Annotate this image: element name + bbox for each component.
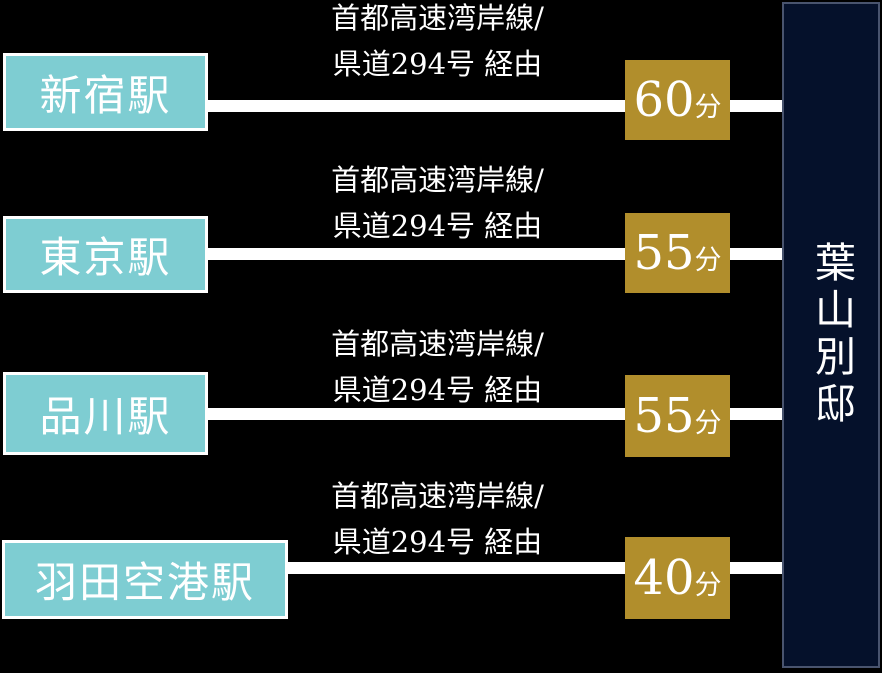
station-box-shinjuku: 新宿駅 <box>3 53 208 131</box>
route-via-label: 首都高速湾岸線/ 県道294号 経由 <box>290 473 585 565</box>
route-via-line2: 県道294号 経由 <box>332 373 543 407</box>
time-value: 55 <box>633 225 695 281</box>
station-label: 東京駅 <box>39 233 172 282</box>
station-box-tokyo: 東京駅 <box>3 216 208 293</box>
time-text: 55分 <box>633 388 721 444</box>
route-via-label: 首都高速湾岸線/ 県道294号 経由 <box>290 321 585 413</box>
route-via-line1: 首都高速湾岸線/ <box>331 163 544 197</box>
time-unit: 分 <box>694 92 722 123</box>
time-value: 40 <box>633 550 695 606</box>
destination-panel: 葉山別邸 <box>782 2 880 668</box>
station-label: 新宿駅 <box>39 70 172 120</box>
route-via-line2: 県道294号 経由 <box>332 209 543 243</box>
route-via-line2: 県道294号 経由 <box>332 47 543 81</box>
route-via-label: 首都高速湾岸線/ 県道294号 経由 <box>290 0 585 87</box>
time-unit: 分 <box>694 570 722 601</box>
time-value: 60 <box>633 72 695 128</box>
station-label: 品川駅 <box>39 392 172 441</box>
route-via-line1: 首都高速湾岸線/ <box>331 479 544 513</box>
station-box-haneda: 羽田空港駅 <box>2 540 288 619</box>
time-text: 60分 <box>633 72 721 128</box>
station-box-shinagawa: 品川駅 <box>3 372 208 455</box>
route-via-line1: 首都高速湾岸線/ <box>331 327 544 361</box>
time-value: 55 <box>633 388 695 444</box>
route-via-label: 首都高速湾岸線/ 県道294号 経由 <box>290 157 585 249</box>
time-text: 40分 <box>633 550 721 606</box>
destination-label: 葉山別邸 <box>807 241 856 429</box>
time-box-haneda: 40分 <box>625 537 730 619</box>
time-unit: 分 <box>694 408 722 439</box>
route-via-line2: 県道294号 経由 <box>332 525 543 559</box>
time-box-shinjuku: 60分 <box>625 60 730 140</box>
time-box-shinagawa: 55分 <box>625 375 730 457</box>
time-text: 55分 <box>633 225 721 281</box>
route-via-line1: 首都高速湾岸線/ <box>331 1 544 35</box>
station-label: 羽田空港駅 <box>34 558 255 607</box>
time-box-tokyo: 55分 <box>625 213 730 293</box>
time-unit: 分 <box>694 245 722 276</box>
